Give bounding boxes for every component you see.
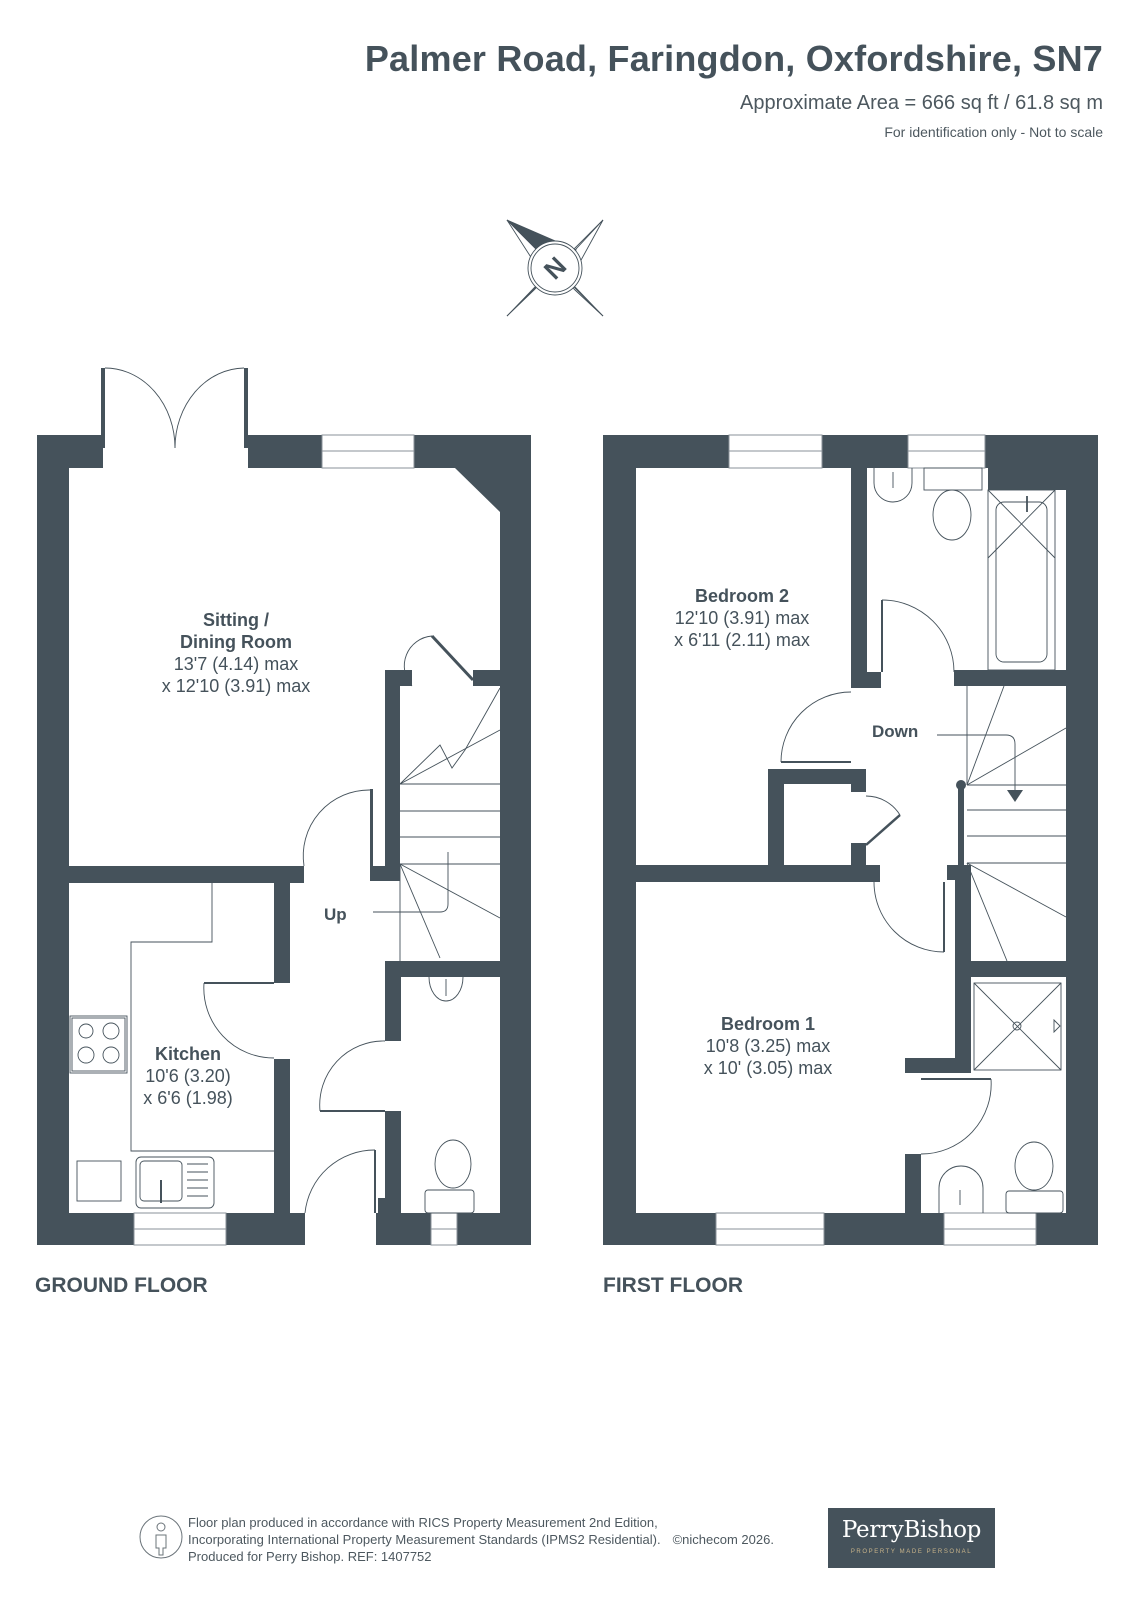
room-bedroom-2: Bedroom 2 12'10 (3.91) max x 6'11 (2.11)… xyxy=(674,586,810,650)
approximate-area: Approximate Area = 666 sq ft / 61.8 sq m xyxy=(740,92,1103,114)
stairs-down-label: Down xyxy=(872,722,919,741)
property-title: Palmer Road, Faringdon, Oxfordshire, SN7 xyxy=(364,38,1103,79)
ground-floor-label: GROUND FLOOR xyxy=(35,1274,208,1297)
compass-north-icon: N xyxy=(506,219,604,317)
footer-notes: Floor plan produced in accordance with R… xyxy=(188,1515,774,1564)
copyright: ©nichecom 2026. xyxy=(672,1532,774,1547)
ground-floor-plan xyxy=(37,367,531,1246)
room-kitchen: Kitchen 10'6 (3.20) x 6'6 (1.98) xyxy=(143,1044,233,1108)
scale-disclaimer: For identification only - Not to scale xyxy=(884,124,1103,140)
perry-bishop-logo: PerryBishop PROPERTY MADE PERSONAL xyxy=(828,1508,995,1568)
first-floor-plan xyxy=(603,434,1098,1246)
first-floor-label: FIRST FLOOR xyxy=(603,1274,743,1297)
person-info-icon xyxy=(139,1515,183,1559)
room-sitting-dining: Sitting / Dining Room 13'7 (4.14) max x … xyxy=(161,610,311,696)
room-bedroom-1: Bedroom 1 10'8 (3.25) max x 10' (3.05) m… xyxy=(703,1014,833,1078)
stairs-up-label: Up xyxy=(324,905,347,924)
